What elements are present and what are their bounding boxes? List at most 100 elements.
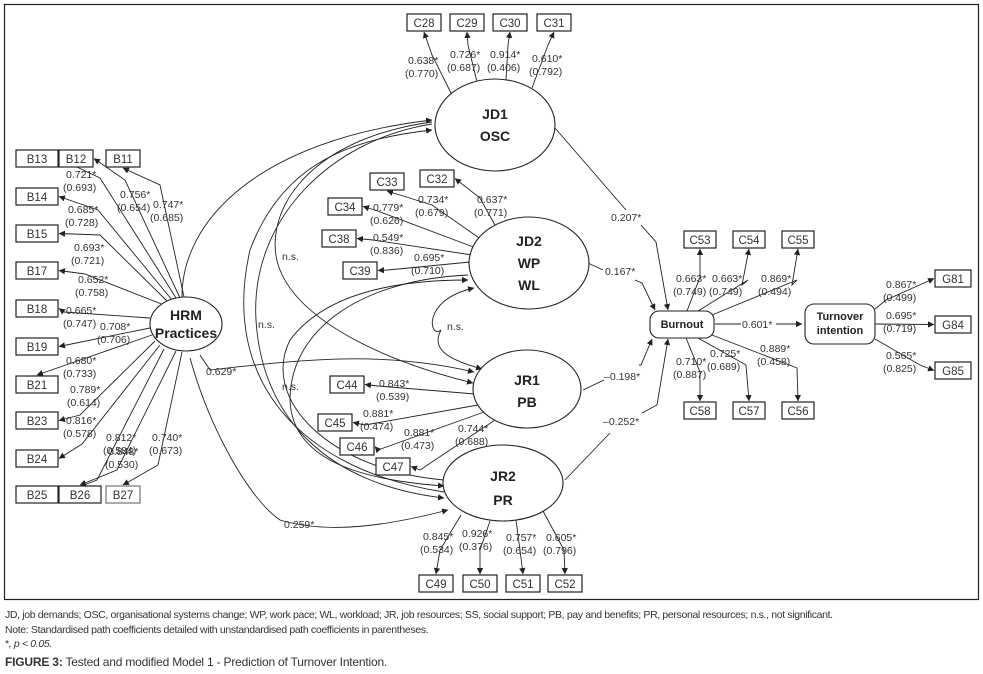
path-label-jr1-burnout: –0.198* [604, 371, 640, 383]
path-jd2-jr2 [289, 274, 469, 489]
loading-standardised: 0.779* [373, 202, 403, 214]
loading-standardised: 0.710* [676, 356, 706, 368]
indicator-box [329, 375, 365, 394]
loading-path-c29 [464, 31, 478, 83]
loading-path-b26 [79, 350, 177, 486]
loading-unstandardised: (0.710) [411, 265, 444, 277]
indicator-label: B11 [113, 154, 133, 166]
loading-unstandardised: (0.584) [103, 445, 136, 457]
indicator-label: B25 [27, 490, 47, 502]
latent-jd1-osc[interactable]: JD1 OSC [434, 78, 556, 172]
indicator-label: C51 [512, 579, 533, 591]
loading-standardised: 0.926* [462, 528, 492, 540]
loading-path-c47 [410, 419, 496, 472]
latent-turnover-intention[interactable]: Turnover intention [804, 303, 876, 345]
loading-unstandardised: (0.458) [757, 356, 790, 368]
indicator-box [375, 457, 411, 476]
loading-path-c31 [531, 31, 555, 89]
latent-burnout[interactable]: Burnout [649, 310, 715, 339]
loading-unstandardised: (0.679) [415, 207, 448, 219]
loading-standardised: 0.638* [408, 55, 438, 67]
indicator-box [105, 149, 141, 168]
latent-jr2-pr[interactable]: JR2 PR [442, 444, 564, 522]
loading-path-c44 [364, 382, 476, 395]
loading-path-c32 [454, 178, 497, 228]
loading-path-c45 [352, 404, 479, 427]
indicator-box [339, 437, 375, 456]
indicator-box [15, 485, 59, 504]
indicator-box [781, 230, 815, 249]
loading-standardised: 0.812* [106, 432, 136, 444]
loading-path-c38 [356, 235, 473, 256]
indicator-b25[interactable]: B25 0.812*(0.584) [15, 432, 136, 504]
indicator-label: B21 [27, 380, 47, 392]
path-jd1-jr2 [255, 123, 445, 501]
indicator-box [15, 449, 59, 468]
loading-standardised: 0.744* [458, 423, 488, 435]
loading-path-c46 [374, 411, 485, 454]
indicator-label: C33 [376, 177, 397, 189]
latent-jr1-pb[interactable]: JR1 PB [472, 349, 582, 429]
indicator-label: C49 [425, 579, 446, 591]
indicator-label: G81 [942, 274, 964, 286]
latent-hrm-practices[interactable]: HRM Practices [149, 296, 223, 352]
loading-path-b21 [36, 334, 153, 377]
loading-path-c39 [377, 261, 471, 274]
loading-path-b17 [58, 268, 165, 306]
loading-path-g84 [874, 321, 935, 328]
indicator-label: B23 [27, 416, 47, 428]
loading-unstandardised: (0.687) [447, 62, 480, 74]
indicator-box [58, 149, 94, 168]
indicator-box [683, 230, 717, 249]
loading-path-b18 [58, 308, 151, 319]
indicator-label: C50 [469, 579, 490, 591]
loading-unstandardised: (0.693) [63, 182, 96, 194]
loading-standardised: 0.881* [404, 427, 434, 439]
path-hrm-jd2 [282, 276, 469, 481]
indicator-label: C38 [328, 234, 349, 246]
latent-label: WP [518, 255, 541, 271]
indicator-label: C31 [543, 18, 564, 30]
latent-jd2-wp-wl[interactable]: JD2 WP WL [468, 216, 590, 310]
indicator-box [406, 13, 442, 32]
